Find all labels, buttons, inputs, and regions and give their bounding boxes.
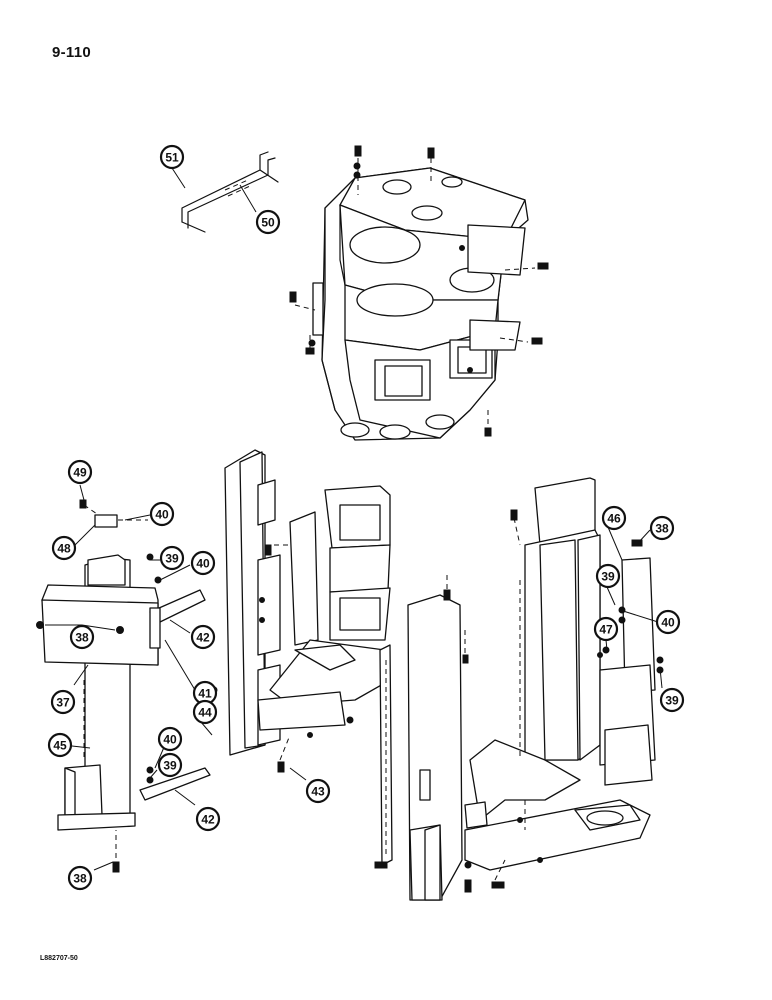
callout-39: 39 (159, 545, 185, 571)
svg-text:39: 39 (163, 759, 177, 773)
svg-text:48: 48 (57, 542, 71, 556)
callout-38: 38 (69, 624, 95, 650)
callout-41: 41 (192, 680, 218, 706)
svg-text:38: 38 (655, 522, 669, 536)
callout-40: 40 (149, 501, 175, 527)
callout-38: 38 (67, 865, 93, 891)
figure-code: L882707-50 (40, 955, 78, 962)
angle-strip (374, 644, 393, 869)
callout-49: 49 (67, 459, 93, 485)
right-center-post (407, 575, 472, 901)
callout-39: 39 (659, 687, 685, 713)
callout-47: 47 (593, 616, 619, 642)
svg-text:46: 46 (607, 512, 621, 526)
svg-text:39: 39 (165, 552, 179, 566)
callout-45: 45 (47, 732, 73, 758)
svg-text:40: 40 (155, 508, 169, 522)
svg-text:50: 50 (261, 216, 275, 230)
svg-text:40: 40 (196, 557, 210, 571)
chassis-housing (289, 145, 549, 441)
svg-text:51: 51 (165, 151, 179, 165)
svg-text:41: 41 (198, 687, 212, 701)
svg-text:39: 39 (665, 694, 679, 708)
svg-text:42: 42 (196, 631, 210, 645)
svg-text:37: 37 (56, 696, 70, 710)
callout-40: 40 (157, 726, 183, 752)
svg-text:39: 39 (601, 570, 615, 584)
callout-40: 40 (655, 609, 681, 635)
callout-44: 44 (192, 699, 218, 725)
callout-39: 39 (595, 563, 621, 589)
svg-text:49: 49 (73, 466, 87, 480)
callout-48: 48 (51, 535, 77, 561)
center-frame (257, 485, 391, 773)
svg-text:43: 43 (311, 785, 325, 799)
callout-38: 38 (649, 515, 675, 541)
svg-text:38: 38 (73, 872, 87, 886)
callout-37: 37 (50, 689, 76, 715)
handle-bracket (181, 151, 279, 233)
callout-51: 51 (159, 144, 185, 170)
callout-39: 39 (157, 752, 183, 778)
callout-40: 40 (190, 550, 216, 576)
callout-46: 46 (601, 505, 627, 531)
svg-text:40: 40 (661, 616, 675, 630)
callout-43: 43 (305, 778, 331, 804)
left-pillar (36, 499, 211, 873)
svg-text:40: 40 (163, 733, 177, 747)
callout-50: 50 (255, 209, 281, 235)
svg-text:45: 45 (53, 739, 67, 753)
svg-text:47: 47 (599, 623, 613, 637)
svg-text:44: 44 (198, 706, 212, 720)
svg-text:38: 38 (75, 631, 89, 645)
callout-42: 42 (195, 806, 221, 832)
right-pillar (464, 477, 664, 889)
svg-text:42: 42 (201, 813, 215, 827)
callout-42: 42 (190, 624, 216, 650)
page-number: 9-110 (52, 44, 92, 61)
